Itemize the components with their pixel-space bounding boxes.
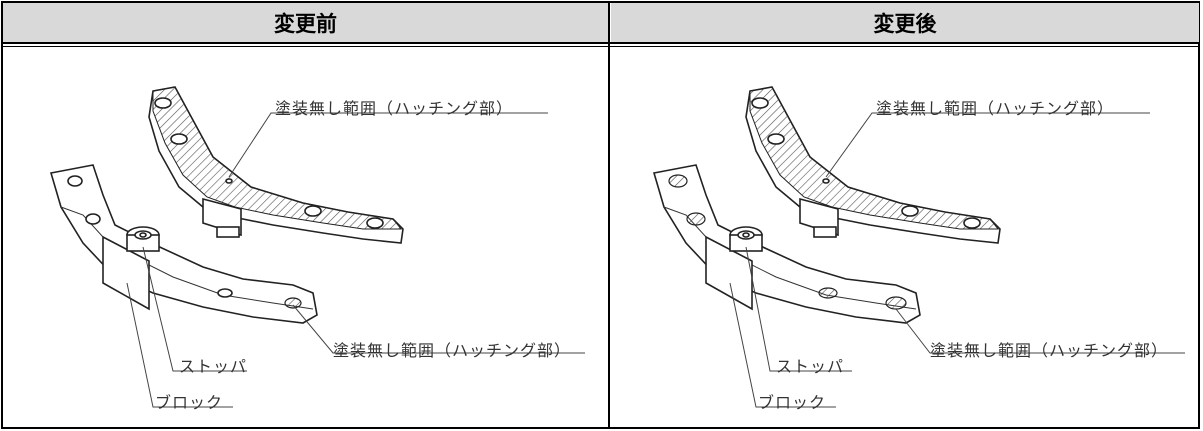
label-block: ブロック bbox=[758, 393, 827, 412]
drawing-after bbox=[652, 86, 1185, 408]
drawing-before bbox=[49, 86, 585, 408]
label-stopper: ストッパ bbox=[776, 357, 845, 376]
lower-arm-part bbox=[49, 164, 318, 324]
label-no-paint-upper: 塗装無し範囲（ハッチング部） bbox=[876, 99, 1115, 118]
column-divider bbox=[608, 1, 610, 429]
label-stopper: ストッパ bbox=[179, 357, 248, 376]
lower-arm-part bbox=[652, 164, 921, 324]
label-block: ブロック bbox=[155, 393, 224, 412]
header-divider-inner bbox=[3, 46, 1198, 47]
label-no-paint-lower: 塗装無し範囲（ハッチング部） bbox=[333, 341, 572, 360]
cell-after: 塗装無し範囲（ハッチング部） 塗装無し範囲（ハッチング部） ストッパ ブロック bbox=[610, 47, 1198, 427]
header-after: 変更後 bbox=[611, 3, 1199, 42]
upper-arm-part bbox=[745, 86, 1001, 244]
upper-arm-part bbox=[148, 86, 404, 244]
cell-before: 塗装無し範囲（ハッチング部） 塗装無し範囲（ハッチング部） ストッパ ブロック bbox=[3, 47, 608, 427]
header-before: 変更前 bbox=[3, 3, 608, 42]
label-no-paint-upper: 塗装無し範囲（ハッチング部） bbox=[275, 99, 514, 118]
header-divider bbox=[1, 42, 1200, 44]
label-no-paint-lower: 塗装無し範囲（ハッチング部） bbox=[930, 341, 1169, 360]
